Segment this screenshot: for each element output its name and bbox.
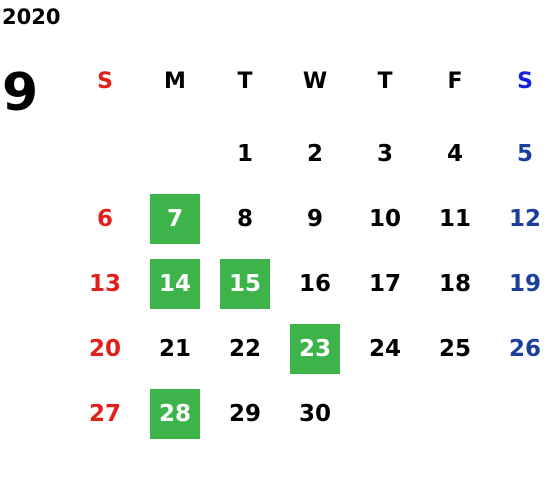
calendar-day[interactable]: 26 <box>508 335 541 362</box>
calendar-day[interactable]: 1 <box>236 140 253 167</box>
calendar-cell: 27 <box>70 381 140 446</box>
calendar-cell: 29 <box>210 381 280 446</box>
calendar-cell: 23 <box>280 316 350 381</box>
calendar-day[interactable]: 13 <box>88 270 121 297</box>
calendar-day[interactable]: 5 <box>516 140 533 167</box>
calendar-cell: 30 <box>280 381 350 446</box>
calendar-cell: 2 <box>280 121 350 186</box>
calendar-cell: 4 <box>420 121 490 186</box>
calendar-cell <box>140 121 210 186</box>
calendar-cell: 14 <box>140 251 210 316</box>
calendar-day[interactable]: 17 <box>368 270 401 297</box>
calendar-cell: 18 <box>420 251 490 316</box>
calendar-cell: 5 <box>490 121 548 186</box>
calendar-day[interactable]: 12 <box>508 205 541 232</box>
calendar-cell: 16 <box>280 251 350 316</box>
calendar-cell: 1 <box>210 121 280 186</box>
weekday-header-sun: S <box>97 68 113 94</box>
calendar-day[interactable]: 10 <box>368 205 401 232</box>
calendar-day[interactable]: 6 <box>96 205 113 232</box>
calendar-day-highlighted[interactable]: 7 <box>150 193 200 244</box>
calendar-day[interactable]: 25 <box>438 335 471 362</box>
month-number: 9 <box>2 63 39 123</box>
calendar-cell <box>490 381 548 446</box>
calendar-cell: 8 <box>210 186 280 251</box>
weekday-header-thu: T <box>377 68 393 94</box>
calendar-day[interactable]: 8 <box>236 205 253 232</box>
calendar-day[interactable]: 30 <box>298 400 331 427</box>
calendar-cell: 28 <box>140 381 210 446</box>
calendar-cell <box>70 121 140 186</box>
year-label: 2020 <box>2 5 61 29</box>
calendar-cell: 11 <box>420 186 490 251</box>
calendar-day[interactable]: 20 <box>88 335 121 362</box>
calendar-cell: 19 <box>490 251 548 316</box>
calendar-day-highlighted[interactable]: 14 <box>150 258 200 309</box>
calendar-cell: 13 <box>70 251 140 316</box>
calendar-cell <box>420 381 490 446</box>
calendar-day-highlighted[interactable]: 15 <box>220 258 270 309</box>
calendar-cell <box>350 381 420 446</box>
weekday-header-mon: M <box>164 68 186 94</box>
calendar-day[interactable]: 4 <box>446 140 463 167</box>
calendar-day[interactable]: 24 <box>368 335 401 362</box>
calendar-day-highlighted[interactable]: 28 <box>150 388 200 439</box>
calendar-cell: 3 <box>350 121 420 186</box>
calendar-cell: 7 <box>140 186 210 251</box>
calendar-day[interactable]: 18 <box>438 270 471 297</box>
calendar-day[interactable]: 19 <box>508 270 541 297</box>
calendar-cell: 22 <box>210 316 280 381</box>
calendar-cell: 21 <box>140 316 210 381</box>
weekday-header-wed: W <box>302 68 328 94</box>
weekday-header-tue: T <box>237 68 253 94</box>
calendar-day[interactable]: 3 <box>376 140 393 167</box>
calendar-cell: 10 <box>350 186 420 251</box>
calendar-day[interactable]: 11 <box>438 205 471 232</box>
calendar-day[interactable]: 27 <box>88 400 121 427</box>
calendar-cell: 15 <box>210 251 280 316</box>
calendar-cell: 9 <box>280 186 350 251</box>
calendar-cell: 20 <box>70 316 140 381</box>
calendar-day[interactable]: 9 <box>306 205 323 232</box>
calendar-cell: 25 <box>420 316 490 381</box>
calendar-cell: 12 <box>490 186 548 251</box>
calendar-day[interactable]: 16 <box>298 270 331 297</box>
calendar-day[interactable]: 2 <box>306 140 323 167</box>
calendar-day[interactable]: 22 <box>228 335 261 362</box>
calendar-day-highlighted[interactable]: 23 <box>290 323 340 374</box>
calendar-cell: 24 <box>350 316 420 381</box>
calendar-cell: 6 <box>70 186 140 251</box>
calendar-cell: 26 <box>490 316 548 381</box>
calendar-day[interactable]: 21 <box>158 335 191 362</box>
weekday-header-sat: S <box>517 68 533 94</box>
calendar-cell: 17 <box>350 251 420 316</box>
calendar-day[interactable]: 29 <box>228 400 261 427</box>
weekday-header-fri: F <box>447 68 463 94</box>
